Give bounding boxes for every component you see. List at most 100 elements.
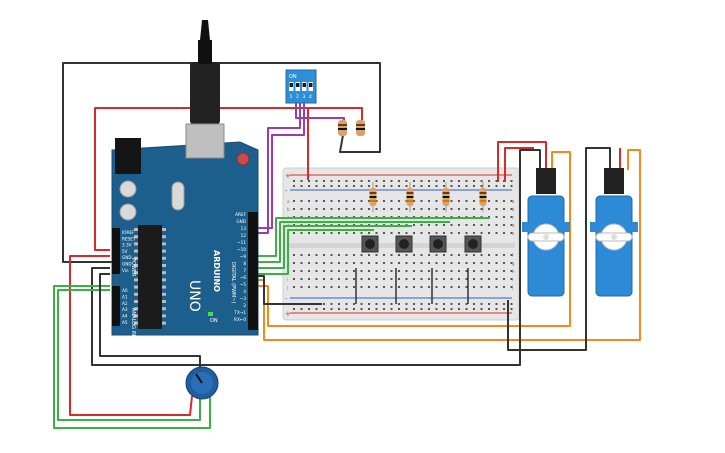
reset-button[interactable]	[236, 152, 250, 166]
wire-purple-dip-1[interactable]	[256, 103, 301, 234]
grid-hole[interactable]	[315, 232, 318, 234]
grid-hole[interactable]	[510, 270, 513, 272]
grid-hole[interactable]	[308, 232, 310, 234]
wire-red-pot[interactable]	[69, 255, 193, 416]
grid-hole[interactable]	[293, 254, 295, 256]
grid-hole[interactable]	[368, 254, 370, 256]
grid-hole[interactable]	[450, 270, 453, 272]
grid-hole[interactable]	[473, 208, 475, 210]
grid-hole[interactable]	[420, 200, 423, 202]
rail-hole[interactable]	[458, 180, 460, 182]
grid-hole[interactable]	[465, 254, 468, 256]
rail-hole[interactable]	[383, 180, 385, 182]
grid-hole[interactable]	[510, 200, 513, 202]
rail-hole[interactable]	[375, 303, 378, 305]
grid-hole[interactable]	[390, 270, 393, 272]
grid-hole[interactable]	[375, 208, 378, 210]
grid-hole[interactable]	[488, 278, 490, 280]
grid-hole[interactable]	[450, 286, 453, 288]
grid-hole[interactable]	[368, 200, 370, 202]
grid-hole[interactable]	[390, 208, 393, 210]
grid-hole[interactable]	[503, 208, 505, 210]
rail-hole[interactable]	[443, 303, 445, 305]
rail-hole[interactable]	[420, 303, 423, 305]
rail-hole[interactable]	[480, 185, 483, 187]
grid-hole[interactable]	[300, 286, 303, 288]
rail-hole[interactable]	[405, 180, 408, 182]
rail-hole[interactable]	[413, 303, 415, 305]
rail-hole[interactable]	[368, 303, 370, 305]
rail-hole[interactable]	[443, 308, 445, 310]
rail-hole[interactable]	[405, 308, 408, 310]
grid-hole[interactable]	[300, 278, 303, 280]
grid-hole[interactable]	[398, 278, 400, 280]
rail-hole[interactable]	[345, 308, 348, 310]
grid-hole[interactable]	[495, 270, 498, 272]
grid-hole[interactable]	[495, 232, 498, 234]
grid-hole[interactable]	[510, 262, 513, 264]
grid-hole[interactable]	[323, 254, 325, 256]
grid-hole[interactable]	[465, 286, 468, 288]
grid-hole[interactable]	[435, 254, 438, 256]
grid-hole[interactable]	[503, 262, 505, 264]
rail-hole[interactable]	[293, 185, 295, 187]
grid-hole[interactable]	[443, 278, 445, 280]
rail-hole[interactable]	[368, 180, 370, 182]
grid-hole[interactable]	[458, 232, 460, 234]
rail-hole[interactable]	[338, 185, 340, 187]
grid-hole[interactable]	[368, 278, 370, 280]
grid-hole[interactable]	[435, 224, 438, 226]
wire-green-d2[interactable]	[256, 221, 450, 263]
grid-hole[interactable]	[488, 270, 490, 272]
grid-hole[interactable]	[360, 254, 363, 256]
grid-hole[interactable]	[383, 270, 385, 272]
rail-hole[interactable]	[465, 308, 468, 310]
grid-hole[interactable]	[338, 208, 340, 210]
grid-hole[interactable]	[480, 232, 483, 234]
grid-hole[interactable]	[510, 286, 513, 288]
rail-hole[interactable]	[495, 180, 498, 182]
rail-hole[interactable]	[458, 185, 460, 187]
servo-motor-1[interactable]	[522, 168, 570, 297]
grid-hole[interactable]	[435, 262, 438, 264]
rail-hole[interactable]	[473, 185, 475, 187]
grid-hole[interactable]	[353, 278, 355, 280]
rail-hole[interactable]	[345, 185, 348, 187]
rail-hole[interactable]	[465, 180, 468, 182]
rail-hole[interactable]	[473, 180, 475, 182]
grid-hole[interactable]	[300, 262, 303, 264]
grid-hole[interactable]	[390, 278, 393, 280]
rail-hole[interactable]	[428, 185, 430, 187]
rail-hole[interactable]	[495, 303, 498, 305]
grid-hole[interactable]	[293, 262, 295, 264]
rail-hole[interactable]	[458, 308, 460, 310]
grid-hole[interactable]	[503, 216, 505, 218]
rail-hole[interactable]	[368, 308, 370, 310]
grid-hole[interactable]	[360, 232, 363, 234]
grid-hole[interactable]	[435, 232, 438, 234]
grid-hole[interactable]	[450, 224, 453, 226]
rail-hole[interactable]	[413, 180, 415, 182]
grid-hole[interactable]	[323, 200, 325, 202]
grid-hole[interactable]	[293, 278, 295, 280]
grid-hole[interactable]	[413, 208, 415, 210]
rail-hole[interactable]	[353, 180, 355, 182]
grid-hole[interactable]	[368, 208, 370, 210]
grid-hole[interactable]	[480, 270, 483, 272]
grid-hole[interactable]	[510, 232, 513, 234]
grid-hole[interactable]	[353, 270, 355, 272]
grid-hole[interactable]	[338, 286, 340, 288]
grid-hole[interactable]	[390, 286, 393, 288]
rail-hole[interactable]	[398, 185, 400, 187]
grid-hole[interactable]	[338, 232, 340, 234]
rail-hole[interactable]	[473, 308, 475, 310]
rail-hole[interactable]	[398, 180, 400, 182]
rail-hole[interactable]	[300, 308, 303, 310]
grid-hole[interactable]	[338, 262, 340, 264]
grid-hole[interactable]	[458, 254, 460, 256]
grid-hole[interactable]	[360, 208, 363, 210]
rail-hole[interactable]	[510, 185, 513, 187]
grid-hole[interactable]	[480, 278, 483, 280]
grid-hole[interactable]	[398, 200, 400, 202]
rail-hole[interactable]	[450, 303, 453, 305]
